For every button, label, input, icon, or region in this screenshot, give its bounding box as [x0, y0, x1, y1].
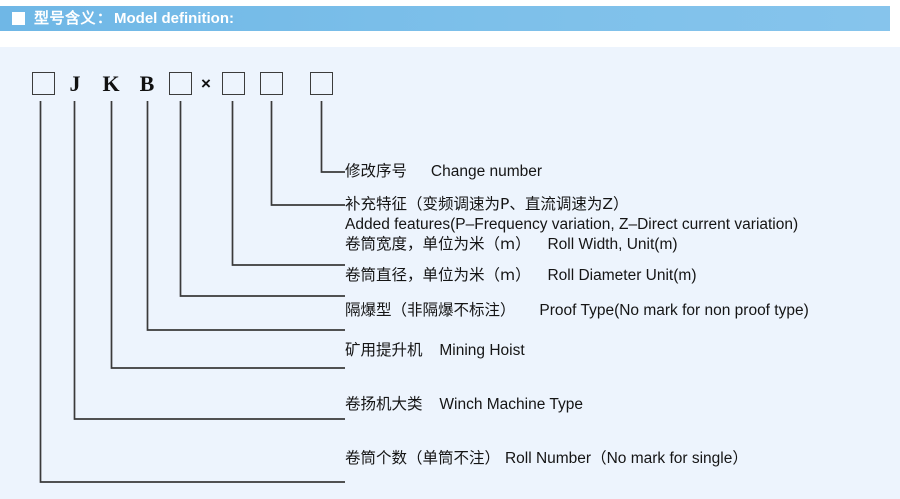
label-winch-machine-type-cn: 卷扬机大类 [345, 395, 423, 413]
roll-diameter-box [222, 72, 245, 95]
label-roll-number-cn: 卷筒个数（单筒不注） [345, 449, 501, 467]
label-proof-type-cn: 隔爆型（非隔爆不标注） [345, 301, 516, 319]
label-row-mining-hoist: 矿用提升机 Mining Hoist [345, 340, 525, 361]
label-row-roll-width: 卷筒宽度，单位为米（m） Roll Width, Unit(m) [345, 234, 678, 255]
label-row-roll-number: 卷筒个数（单筒不注） Roll Number（No mark for singl… [345, 448, 748, 469]
multiply-symbol: × [201, 74, 211, 93]
label-row-winch-machine-type: 卷扬机大类 Winch Machine Type [345, 394, 583, 415]
proof-type-box [169, 72, 192, 95]
header-title-english: Model definition: [114, 10, 234, 27]
section-header-bar: 型号含义 ： Model definition: [0, 6, 890, 31]
label-added-features-cn: 补充特征（变频调速为P、直流调速为Z） [345, 195, 629, 213]
label-added-features-sub: Added features(P–Frequency variation, Z–… [345, 216, 799, 233]
roll-width-box [260, 72, 283, 95]
square-marker-icon [12, 12, 25, 25]
added-features-box [310, 72, 333, 95]
label-winch-machine-type-en: Winch Machine Type [439, 396, 583, 413]
header-title-chinese: 型号含义 [34, 9, 97, 27]
label-change-number-en: Change number [430, 163, 543, 180]
label-mining-hoist-en: Mining Hoist [439, 342, 525, 359]
label-roll-width-en: Roll Width, Unit(m) [547, 236, 678, 253]
label-roll-diameter-en: Roll Diameter Unit(m) [547, 267, 697, 284]
label-proof-type-en: Proof Type(No mark for non proof type) [539, 302, 809, 319]
roll-number-box [32, 72, 55, 95]
label-row-change-number: 修改序号 Change number [345, 161, 542, 182]
label-row-added-features: 补充特征（变频调速为P、直流调速为Z） Added features(P–Fre… [345, 194, 798, 235]
label-change-number-cn: 修改序号 [345, 162, 408, 180]
label-row-roll-diameter: 卷筒直径，单位为米（m） Roll Diameter Unit(m) [345, 265, 696, 286]
winch-type-letter: J [69, 71, 81, 96]
label-roll-diameter-cn: 卷筒直径，单位为米（m） [345, 266, 531, 284]
mining-hoist-letter-k: K [102, 71, 120, 96]
label-roll-number-en: Roll Number（No mark for single） [504, 450, 748, 467]
mining-hoist-letter-b: B [139, 71, 155, 96]
label-row-proof-type: 隔爆型（非隔爆不标注） Proof Type(No mark for non p… [345, 300, 809, 321]
label-mining-hoist-cn: 矿用提升机 [345, 341, 423, 359]
header-colon: ： [97, 10, 112, 27]
label-roll-width-cn: 卷筒宽度，单位为米（m） [345, 235, 531, 253]
